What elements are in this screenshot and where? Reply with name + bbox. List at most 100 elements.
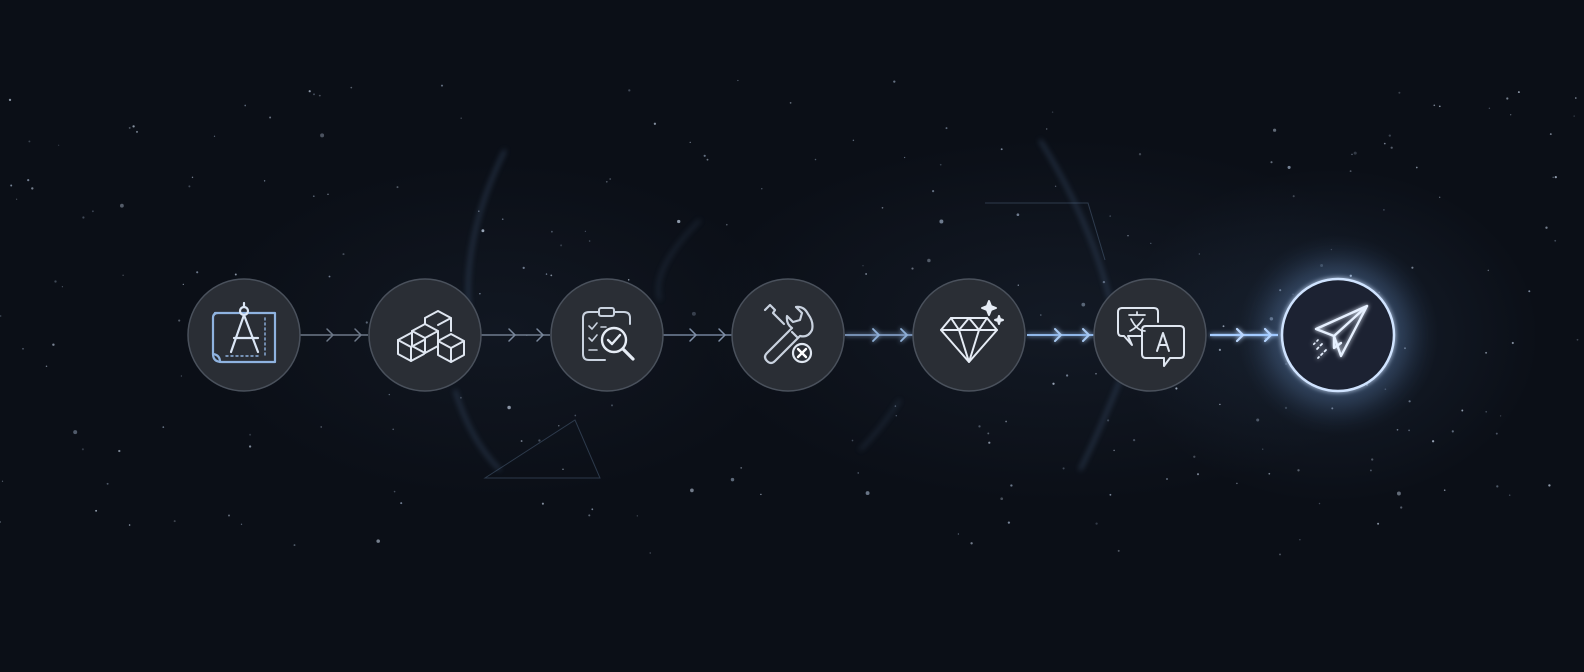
star <box>851 439 854 442</box>
star <box>392 428 395 431</box>
star <box>737 79 739 82</box>
star <box>459 396 462 399</box>
star <box>128 126 131 129</box>
star <box>893 80 896 83</box>
star <box>460 117 462 119</box>
star <box>249 433 252 436</box>
star <box>862 265 864 267</box>
star <box>45 365 48 367</box>
star <box>180 375 183 377</box>
star <box>1545 226 1548 229</box>
step-node-polish <box>912 278 1026 392</box>
star <box>393 490 396 493</box>
star <box>691 311 696 316</box>
star <box>560 244 563 247</box>
star <box>562 468 564 470</box>
star <box>857 472 859 474</box>
star <box>649 552 651 554</box>
star <box>1552 176 1554 179</box>
star <box>320 133 325 138</box>
star <box>1117 549 1120 552</box>
star <box>0 314 2 318</box>
star <box>396 186 399 189</box>
star <box>263 180 266 182</box>
star <box>814 158 817 161</box>
star <box>932 190 935 193</box>
star <box>1007 521 1011 524</box>
star <box>173 520 176 523</box>
star <box>911 267 914 270</box>
star <box>1273 128 1277 132</box>
star <box>1150 242 1152 244</box>
star <box>1165 477 1169 481</box>
star <box>0 521 1 523</box>
star <box>957 533 960 535</box>
star <box>388 393 390 396</box>
star <box>1398 91 1401 94</box>
star <box>313 93 315 96</box>
star <box>1349 170 1352 173</box>
star <box>1054 185 1057 187</box>
star <box>1548 484 1551 487</box>
star <box>440 84 444 87</box>
star <box>350 86 353 89</box>
star <box>481 229 485 233</box>
star <box>550 274 553 277</box>
star <box>574 414 577 417</box>
star <box>400 502 403 505</box>
star <box>1040 314 1042 316</box>
star <box>690 488 694 493</box>
star <box>609 178 612 180</box>
star <box>1236 482 1238 485</box>
star <box>10 184 13 187</box>
star <box>703 154 706 157</box>
star <box>1400 506 1403 509</box>
star <box>54 280 57 283</box>
arrow-head <box>508 328 517 342</box>
star <box>81 448 84 451</box>
star <box>31 187 34 190</box>
star <box>1222 325 1225 328</box>
paper-plane-icon <box>1311 304 1369 359</box>
star <box>1485 410 1488 413</box>
star <box>1017 284 1019 286</box>
star <box>1506 97 1509 100</box>
connector-1 <box>299 328 368 342</box>
star <box>1113 449 1115 452</box>
star <box>1109 215 1111 217</box>
star <box>1193 455 1196 458</box>
connector-4 <box>845 328 914 342</box>
star <box>789 102 792 104</box>
star <box>248 445 252 448</box>
star <box>1279 553 1281 556</box>
star <box>611 404 613 407</box>
star <box>726 223 728 226</box>
star <box>1495 432 1498 435</box>
step-node-review <box>550 278 664 392</box>
star <box>1488 107 1491 110</box>
star <box>538 439 541 442</box>
star <box>1439 196 1441 198</box>
star <box>507 405 511 410</box>
star <box>852 139 855 142</box>
star <box>1292 195 1295 198</box>
star <box>1575 97 1577 99</box>
star <box>293 544 296 547</box>
star <box>761 188 763 190</box>
star <box>1508 494 1511 496</box>
star <box>584 230 587 232</box>
star <box>545 273 548 275</box>
star <box>895 414 898 417</box>
star <box>191 176 194 179</box>
star <box>653 122 657 125</box>
star <box>628 89 631 92</box>
translate-bubbles-icon <box>1117 307 1185 367</box>
star <box>1256 418 1260 422</box>
star <box>605 180 608 183</box>
star <box>677 219 681 224</box>
star <box>478 210 480 212</box>
star <box>320 426 322 428</box>
star <box>1451 430 1454 433</box>
